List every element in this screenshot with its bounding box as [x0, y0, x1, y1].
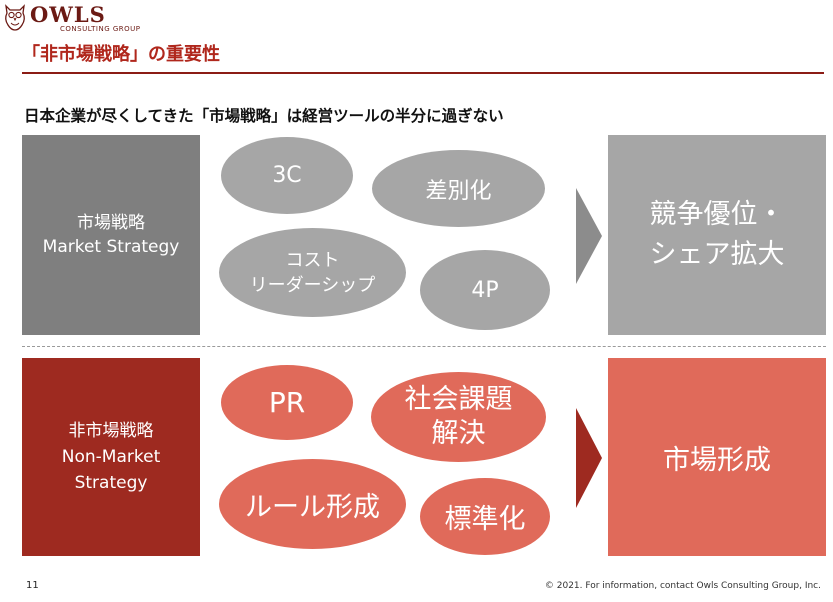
oval-rule-making-label: ルール形成 — [245, 491, 380, 523]
oval-4p-label: 4P — [471, 277, 499, 303]
market-result-line2: シェア拡大 — [649, 239, 785, 270]
non-market-label-jp: 非市場戦略 — [68, 421, 154, 441]
row-divider — [22, 346, 826, 347]
oval-social-issues-label: 社会課題 — [404, 384, 513, 415]
market-label-en: Market Strategy — [42, 237, 180, 257]
non-market-label-en1: Non-Market — [61, 447, 161, 467]
chevron-right-arrow-icon — [576, 188, 602, 284]
oval-pr-label: PR — [268, 386, 306, 419]
page-title: 「非市場戦略」の重要性 — [22, 44, 220, 65]
page-number: 11 — [26, 580, 39, 591]
non-market-result-box: 市場形成 — [608, 358, 826, 556]
market-result-line1: 競争優位・ — [649, 199, 785, 230]
oval-leadership-label: リーダーシップ — [249, 274, 376, 296]
oval-differentiation-label: 差別化 — [425, 178, 492, 204]
oval-social-issues: 社会課題 解決 — [371, 372, 546, 462]
page-subtitle: 日本企業が尽くしてきた「市場戦略」は経営ツールの半分に過ぎない — [24, 107, 504, 125]
oval-standardization-label: 標準化 — [444, 504, 526, 535]
brand-subtitle: CONSULTING GROUP — [60, 25, 141, 33]
title-rule — [22, 72, 824, 74]
market-strategy-box: 市場戦略 Market Strategy — [22, 135, 200, 335]
oval-standardization: 標準化 — [420, 478, 550, 555]
oval-solution-label: 解決 — [431, 418, 486, 449]
brand-name: OWLS — [30, 2, 106, 27]
oval-4p: 4P — [420, 250, 550, 330]
owl-logo-icon — [5, 4, 25, 31]
oval-cost-label: コスト — [285, 249, 340, 271]
oval-3c-label: 3C — [272, 163, 302, 188]
copyright-notice: © 2021. For information, contact Owls Co… — [544, 581, 821, 591]
market-label-jp: 市場戦略 — [77, 213, 145, 233]
non-market-result: 市場形成 — [663, 444, 771, 476]
oval-3c: 3C — [221, 137, 353, 214]
oval-differentiation: 差別化 — [372, 150, 545, 227]
oval-pr: PR — [221, 365, 353, 440]
non-market-strategy-box: 非市場戦略 Non-Market Strategy — [22, 358, 200, 556]
non-market-label-en2: Strategy — [74, 473, 148, 493]
oval-rule-making: ルール形成 — [219, 459, 406, 549]
chevron-right-arrow-icon — [576, 408, 602, 508]
oval-cost-leadership: コスト リーダーシップ — [219, 228, 406, 317]
market-result-box: 競争優位・ シェア拡大 — [608, 135, 826, 335]
